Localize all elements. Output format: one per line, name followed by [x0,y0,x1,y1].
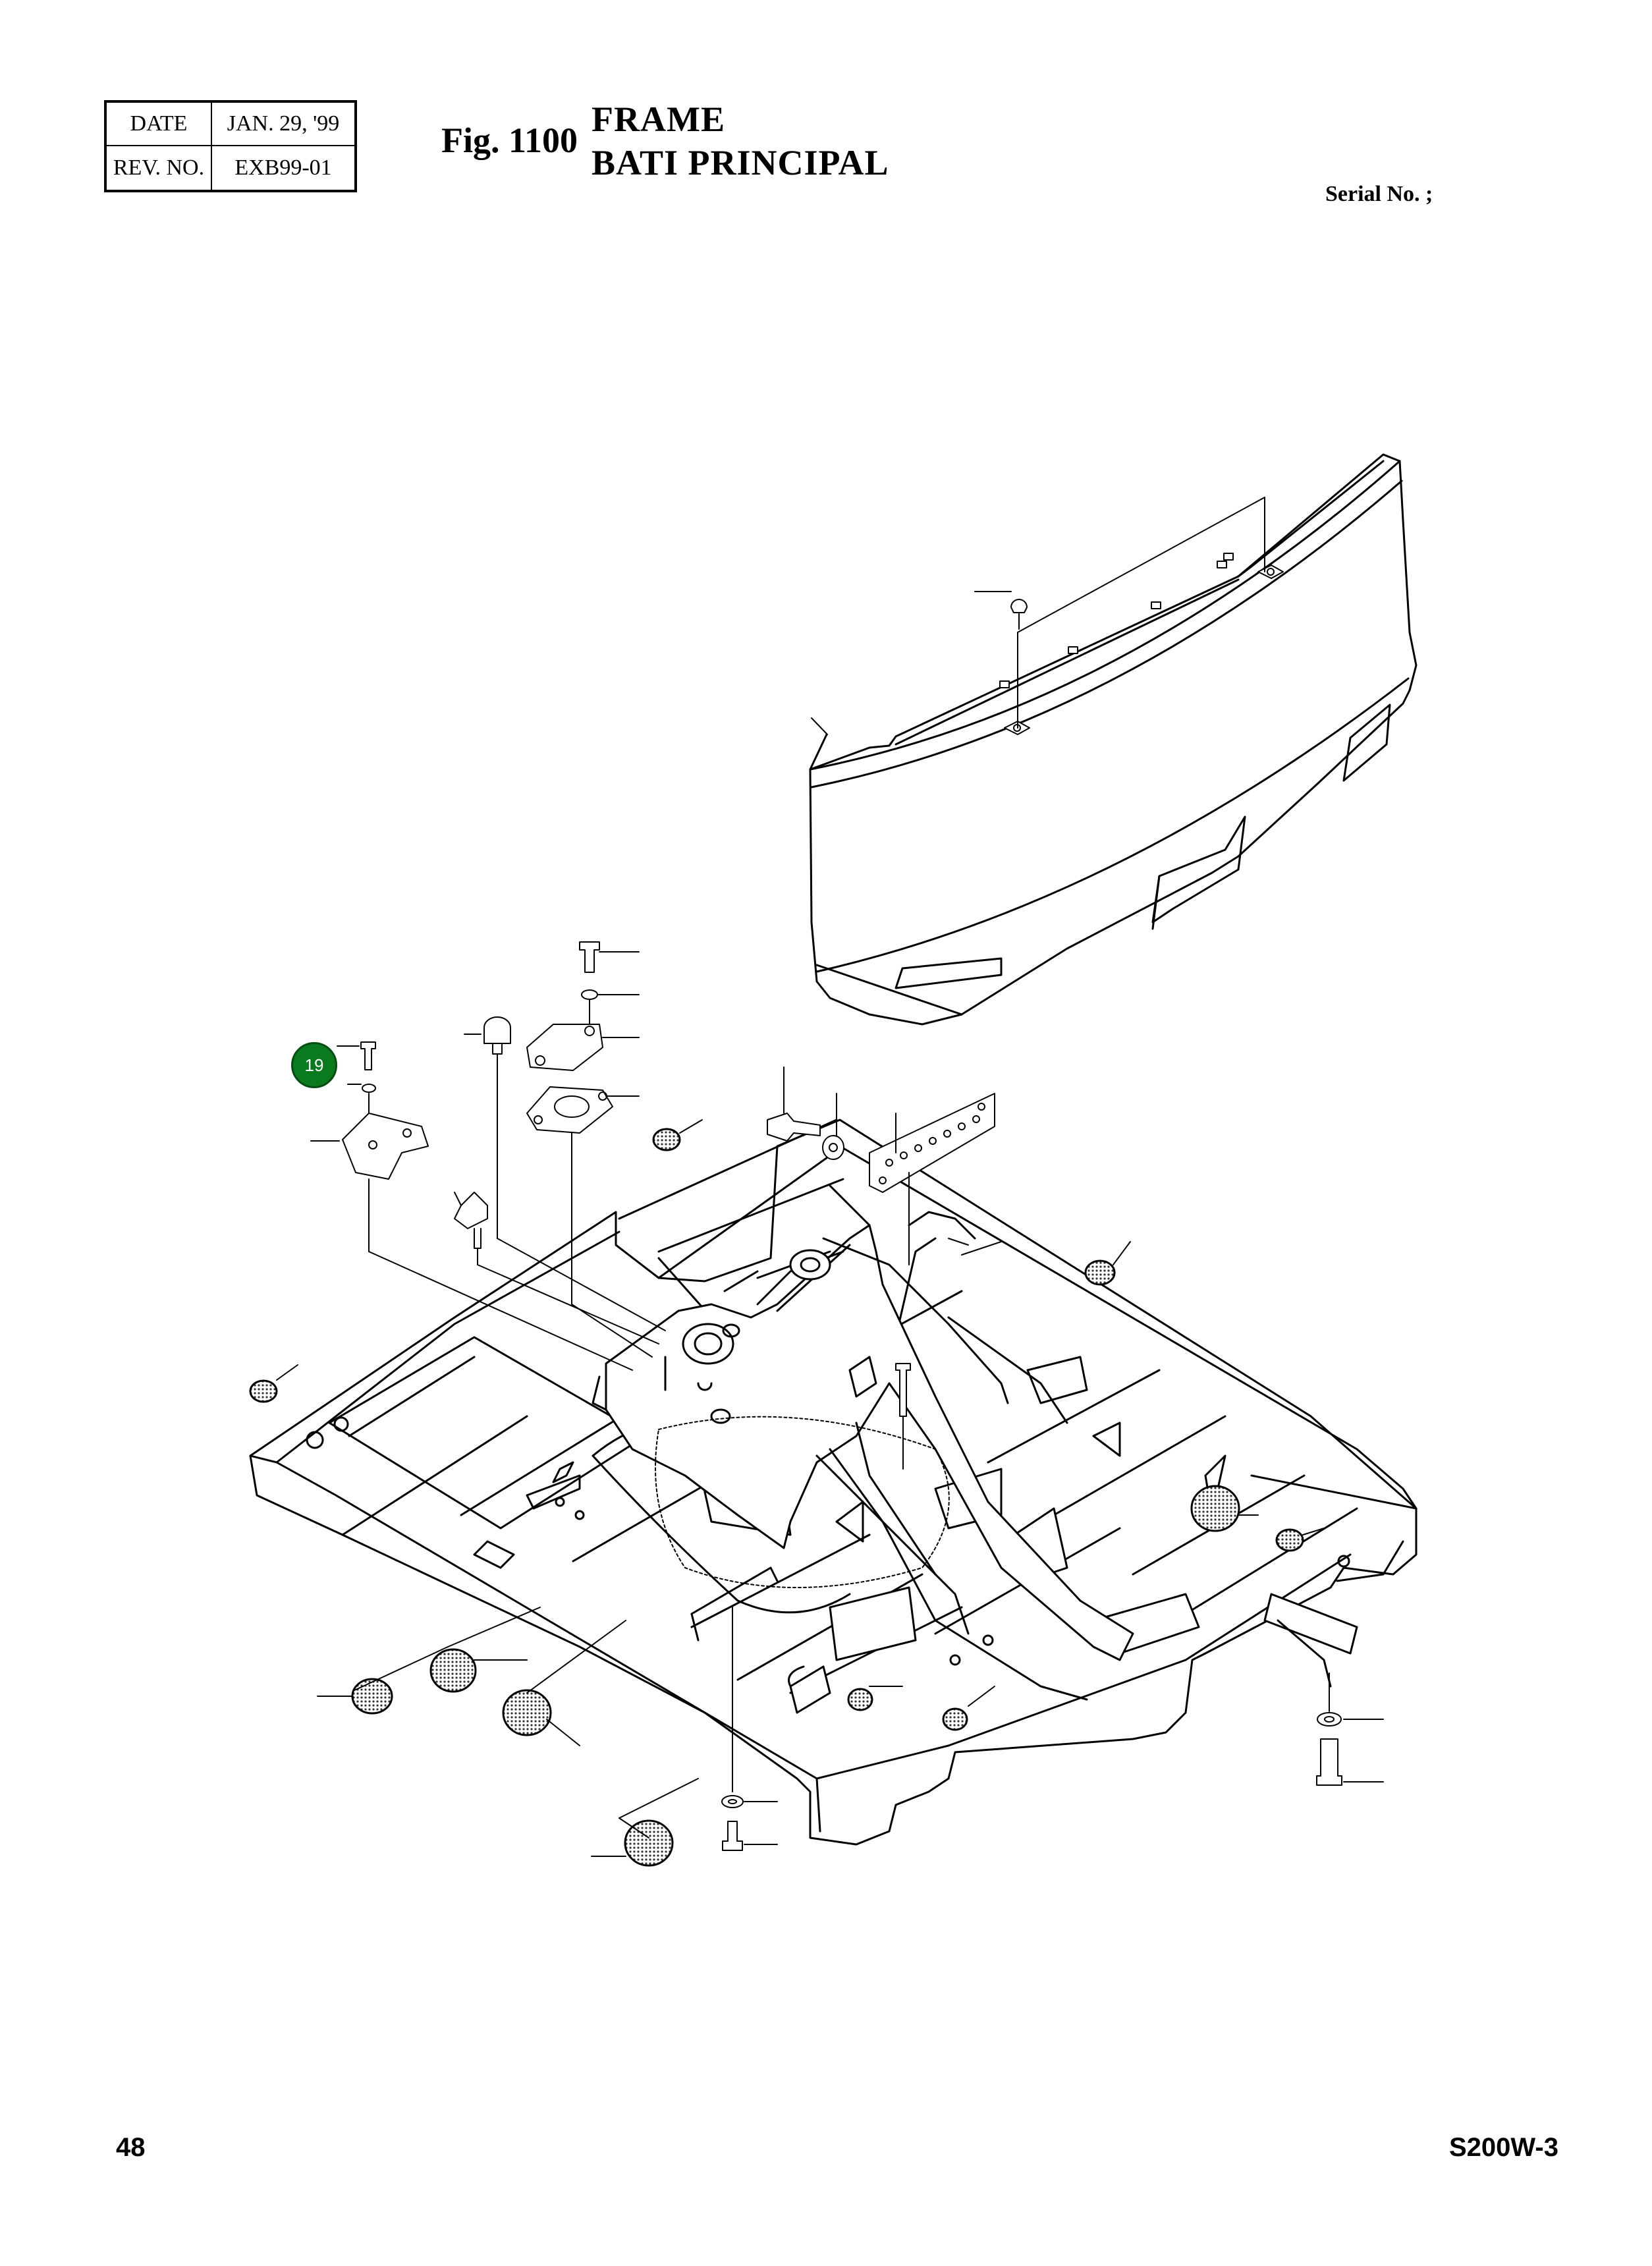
rev-value: EXB99-01 [234,155,332,180]
figure-number: Fig. 1100 [441,121,578,160]
callout-19: 19 [291,1042,337,1088]
rev-label: REV. NO. [107,146,212,190]
exploded-parts [310,941,1384,1851]
model-number: S200W-3 [1449,2133,1558,2162]
figure-title-en: FRAME [592,99,725,139]
bumpers [249,1119,1325,1867]
date-label: DATE [107,103,212,146]
figure-title-fr: BATI PRINCIPAL [592,143,889,182]
turntable [655,1416,950,1588]
revision-table: DATE JAN. 29, '99 REV. NO. EXB99-01 [104,100,357,192]
page-number: 48 [116,2133,146,2162]
counterweight [809,453,1418,1026]
swing-boom [592,1211,1134,1701]
serial-number-label: Serial No. ; [1325,182,1433,206]
date-value: JAN. 29, '99 [212,103,354,146]
main-frame [249,1119,1418,1846]
callout-19-label: 19 [304,1055,324,1075]
